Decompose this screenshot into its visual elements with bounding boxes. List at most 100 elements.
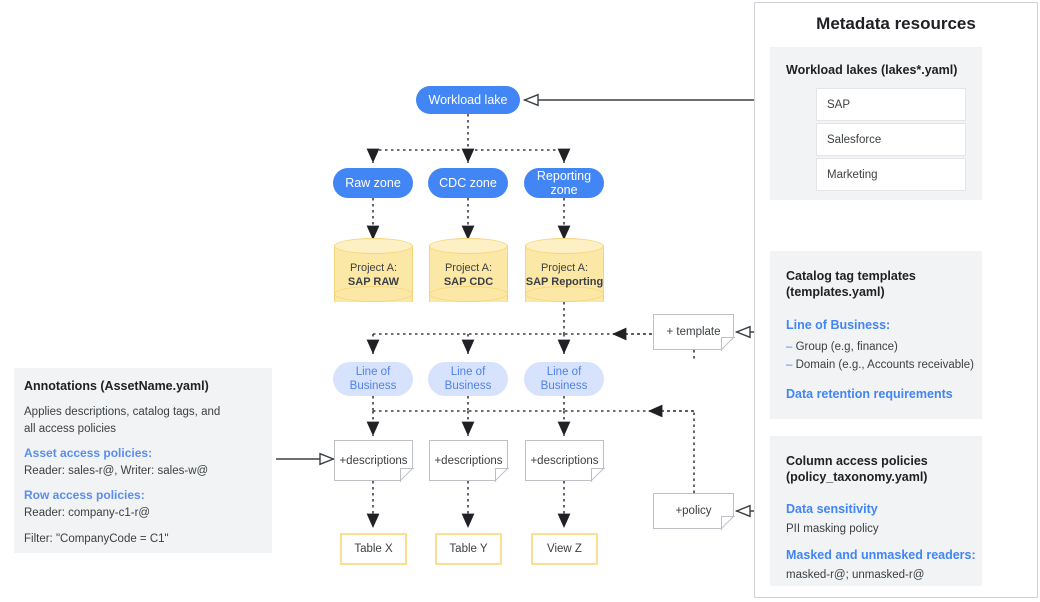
column-access-policies-card: Column access policies (policy_taxonomy.… bbox=[770, 436, 982, 586]
node-label: + template bbox=[666, 326, 721, 338]
node-policy-note[interactable]: +policy bbox=[653, 493, 735, 530]
bullet-dash: – bbox=[786, 341, 796, 353]
project-name: SAP Reporting bbox=[525, 276, 604, 288]
cylinder-bottom bbox=[429, 286, 508, 302]
node-raw-zone[interactable]: Raw zone bbox=[333, 168, 413, 198]
row-access-policies-label: Row access policies: bbox=[24, 488, 145, 502]
doc-edge bbox=[733, 493, 734, 517]
cylinder-label: Project A: SAP RAW bbox=[334, 254, 413, 296]
node-descriptions-2[interactable]: +descriptions bbox=[429, 440, 509, 482]
cylinder-top bbox=[334, 238, 413, 254]
doc-edge bbox=[334, 440, 335, 481]
doc-edge bbox=[653, 528, 722, 529]
templates-bullet-domain: – Domain (e.g., Accounts receivable) bbox=[786, 357, 974, 374]
doc-fold-line bbox=[721, 337, 734, 350]
project-prefix: Project A: bbox=[540, 262, 589, 274]
node-workload-lake[interactable]: Workload lake bbox=[416, 86, 520, 114]
doc-fold-corner bbox=[400, 468, 414, 482]
policies-heading-line2: (policy_taxonomy.yaml) bbox=[786, 470, 928, 484]
cylinder-bottom bbox=[525, 286, 604, 302]
node-view-z[interactable]: View Z bbox=[531, 533, 598, 565]
node-table-y[interactable]: Table Y bbox=[435, 533, 502, 565]
annotations-description-line1: Applies descriptions, catalog tags, and bbox=[24, 406, 221, 418]
doc-fold-corner bbox=[721, 516, 735, 530]
doc-edge bbox=[429, 440, 430, 481]
doc-edge bbox=[653, 314, 734, 315]
lake-item-sap[interactable]: SAP bbox=[816, 88, 966, 121]
doc-fold-line bbox=[721, 516, 734, 529]
doc-edge bbox=[653, 349, 722, 350]
cylinder-bottom bbox=[334, 286, 413, 302]
data-sensitivity-label: Data sensitivity bbox=[786, 502, 878, 516]
cylinder-label: Project A: SAP CDC bbox=[429, 254, 508, 296]
doc-edge bbox=[525, 440, 604, 441]
node-template-note[interactable]: + template bbox=[653, 314, 735, 351]
annotations-title: Annotations (AssetName.yaml) bbox=[24, 379, 209, 393]
annotations-description-line2: all access policies bbox=[24, 423, 117, 435]
bullet-text: Group (e.g, finance) bbox=[795, 341, 898, 353]
node-project-sap-reporting[interactable]: Project A: SAP Reporting bbox=[525, 238, 604, 302]
node-label: +policy bbox=[675, 505, 712, 517]
bullet-dash: – bbox=[786, 359, 796, 371]
metadata-resources-title: Metadata resources bbox=[816, 14, 976, 33]
doc-edge bbox=[334, 480, 401, 481]
workload-lakes-card: Workload lakes (lakes*.yaml) SAP Salesfo… bbox=[770, 47, 982, 200]
doc-fold-corner bbox=[591, 468, 605, 482]
node-cdc-zone[interactable]: CDC zone bbox=[428, 168, 508, 198]
doc-edge bbox=[507, 440, 508, 469]
doc-edge bbox=[429, 440, 508, 441]
data-retention-label: Data retention requirements bbox=[786, 387, 953, 401]
project-name: SAP RAW bbox=[347, 276, 400, 288]
cylinder-top bbox=[525, 238, 604, 254]
node-label: +descriptions bbox=[434, 454, 503, 467]
node-line-of-business-2[interactable]: Line of Business bbox=[428, 362, 508, 396]
node-label: +descriptions bbox=[530, 454, 599, 467]
doc-fold-corner bbox=[495, 468, 509, 482]
row-filter-value: Filter: "CompanyCode = C1" bbox=[24, 533, 169, 545]
masked-readers-label: Masked and unmasked readers: bbox=[786, 548, 976, 562]
node-project-sap-raw[interactable]: Project A: SAP RAW bbox=[334, 238, 413, 302]
asset-access-policies-label: Asset access policies: bbox=[24, 446, 153, 460]
doc-edge bbox=[653, 493, 654, 529]
doc-edge bbox=[429, 480, 496, 481]
row-access-policies-value: Reader: company-c1-r@ bbox=[24, 507, 151, 519]
project-prefix: Project A: bbox=[349, 262, 398, 274]
lake-item-marketing[interactable]: Marketing bbox=[816, 158, 966, 191]
doc-edge bbox=[653, 314, 654, 350]
node-descriptions-1[interactable]: +descriptions bbox=[334, 440, 414, 482]
workload-lakes-heading: Workload lakes (lakes*.yaml) bbox=[786, 63, 958, 77]
data-sensitivity-value: PII masking policy bbox=[786, 523, 879, 535]
node-project-sap-cdc[interactable]: Project A: SAP CDC bbox=[429, 238, 508, 302]
masked-readers-value: masked-r@; unmasked-r@ bbox=[786, 569, 925, 581]
templates-heading-line2: (templates.yaml) bbox=[786, 285, 885, 299]
node-line-of-business-1[interactable]: Line of Business bbox=[333, 362, 413, 396]
doc-fold-line bbox=[591, 468, 604, 481]
doc-edge bbox=[525, 440, 526, 481]
node-reporting-zone[interactable]: Reporting zone bbox=[524, 168, 604, 198]
doc-edge bbox=[412, 440, 413, 469]
asset-access-policies-value: Reader: sales-r@, Writer: sales-w@ bbox=[24, 465, 209, 477]
bullet-text: Domain (e.g., Accounts receivable) bbox=[795, 359, 974, 371]
policies-heading-line1: Column access policies bbox=[786, 454, 928, 468]
cylinder-label: Project A: SAP Reporting bbox=[525, 254, 604, 296]
doc-fold-line bbox=[495, 468, 508, 481]
doc-edge bbox=[603, 440, 604, 469]
node-descriptions-3[interactable]: +descriptions bbox=[525, 440, 605, 482]
doc-edge bbox=[334, 440, 413, 441]
lake-item-salesforce[interactable]: Salesforce bbox=[816, 123, 966, 156]
doc-fold-line bbox=[400, 468, 413, 481]
doc-edge bbox=[653, 493, 734, 494]
node-label: +descriptions bbox=[339, 454, 408, 467]
node-line-of-business-3[interactable]: Line of Business bbox=[524, 362, 604, 396]
templates-heading-line1: Catalog tag templates bbox=[786, 269, 916, 283]
templates-bullet-group: – Group (e.g, finance) bbox=[786, 339, 898, 356]
doc-edge bbox=[733, 314, 734, 338]
doc-edge bbox=[525, 480, 592, 481]
node-table-x[interactable]: Table X bbox=[340, 533, 407, 565]
catalog-tag-templates-card: Catalog tag templates (templates.yaml) L… bbox=[770, 251, 982, 419]
project-prefix: Project A: bbox=[444, 262, 493, 274]
cylinder-top bbox=[429, 238, 508, 254]
project-name: SAP CDC bbox=[443, 276, 494, 288]
annotations-panel bbox=[14, 368, 272, 553]
